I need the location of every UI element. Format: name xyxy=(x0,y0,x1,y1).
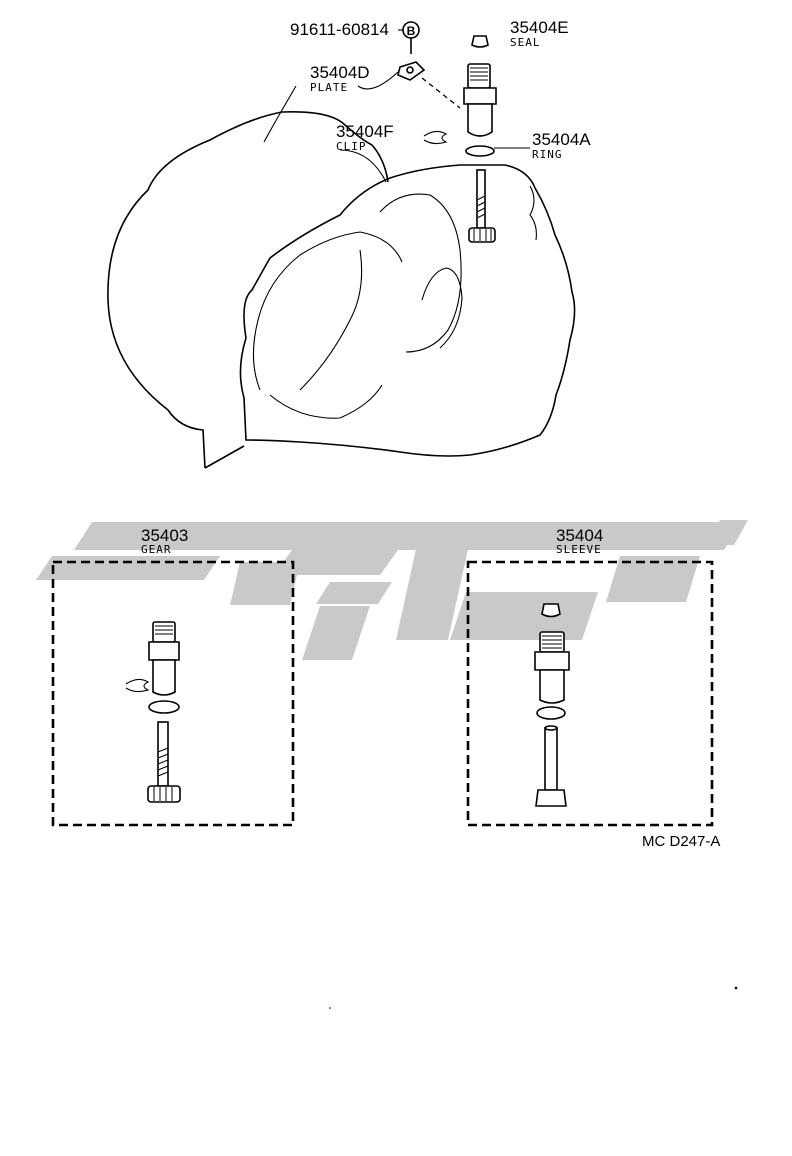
seal-part xyxy=(471,35,489,48)
gear-assembly-sleeve xyxy=(148,621,180,696)
gear-assembly-ring xyxy=(148,700,180,714)
stray-mark xyxy=(734,986,738,990)
clip-name: CLIP xyxy=(336,140,367,153)
seal-name: SEAL xyxy=(510,36,541,49)
gear-shaft-part xyxy=(468,169,496,243)
sleeve-part xyxy=(463,63,497,137)
plate-callout: 35404D PLATE xyxy=(310,63,370,94)
ring-callout: 35404A RING xyxy=(532,130,591,161)
sleeve-assembly-sleeve xyxy=(534,631,570,704)
transmission-housing xyxy=(107,110,576,469)
gear-assembly-name: GEAR xyxy=(141,543,172,556)
sleeve-assembly-shaft xyxy=(535,725,567,807)
clip-part-number: 35404F xyxy=(336,122,394,141)
ring-part-number: 35404A xyxy=(532,130,591,149)
seal-part-number: 35404E xyxy=(510,18,569,37)
gear-assembly-clip xyxy=(125,678,150,693)
gear-assembly-shaft xyxy=(147,721,181,803)
seal-callout: 35404E SEAL xyxy=(510,18,569,49)
gear-assembly-part-number: 35403 xyxy=(141,526,188,545)
ring-name: RING xyxy=(532,148,563,161)
sleeve-assembly-seal xyxy=(541,603,561,618)
leader-lines xyxy=(263,29,530,183)
diagram-reference-code: MC D247-A xyxy=(642,833,720,850)
plate-part-number: 35404D xyxy=(310,63,370,82)
bolt-part-number: 91611-60814 xyxy=(290,20,389,39)
stray-mark xyxy=(329,1007,331,1009)
ring-part xyxy=(465,145,495,157)
sleeve-assembly-part-number: 35404 xyxy=(556,526,603,545)
sleeve-assembly-name: SLEEVE xyxy=(556,543,602,556)
bolt-part xyxy=(402,21,420,54)
bolt-callout: 91611-60814 B xyxy=(290,20,416,39)
clip-callout: 35404F CLIP xyxy=(336,122,394,153)
plate-part xyxy=(397,61,461,109)
watermark-logo xyxy=(36,520,748,660)
sleeve-assembly-ring xyxy=(536,706,566,720)
gear-assembly-box: 35403 GEAR xyxy=(51,526,295,827)
sleeve-assembly-box: 35404 SLEEVE xyxy=(466,526,714,827)
bolt-symbol: B xyxy=(407,24,416,38)
clip-part xyxy=(423,130,448,145)
plate-name: PLATE xyxy=(310,81,348,94)
